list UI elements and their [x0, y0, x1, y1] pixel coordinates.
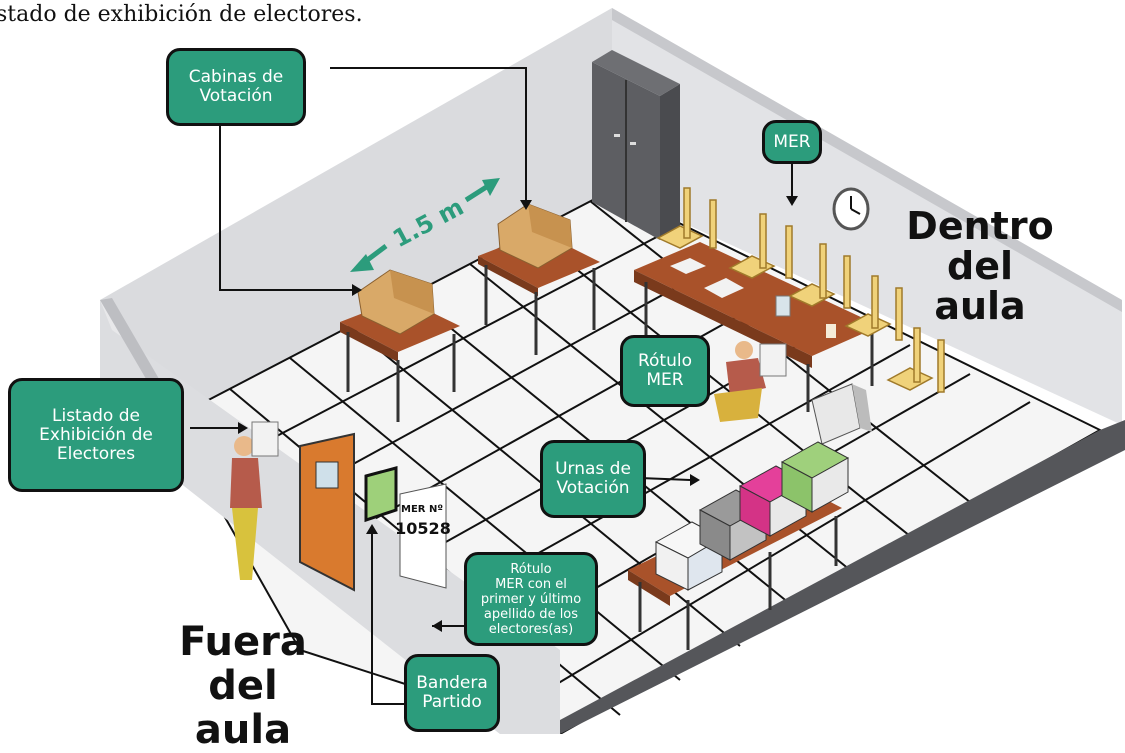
- fuera-line1: Fuera del: [179, 619, 307, 709]
- callout-bandera: Bandera Partido: [404, 654, 500, 732]
- callout-mer-text: MER: [773, 131, 811, 152]
- callout-rotulo-apellidos-line1: Rótulo: [510, 561, 552, 577]
- callout-cabinas-line1: Cabinas de: [188, 67, 284, 87]
- label-fuera-del-aula: Fuera del aula: [140, 620, 346, 752]
- callout-rotulo-apellidos-line2: MER con el: [495, 576, 567, 592]
- clock-icon: [832, 187, 870, 231]
- door: [299, 432, 355, 592]
- callout-bandera-line1: Bandera: [416, 673, 488, 693]
- mer-poster: [399, 483, 447, 589]
- poster-mer-label: MER Nº: [401, 504, 443, 515]
- callout-listado-line2: Exhibición de: [39, 424, 153, 445]
- arrowheads: [238, 196, 798, 632]
- callout-cabinas-line2: Votación: [199, 86, 273, 106]
- distance-arrows: [350, 178, 500, 272]
- callout-urnas-line2: Votación: [556, 478, 630, 498]
- callout-listado-line1: Listado de: [52, 405, 140, 426]
- callout-cabinas: Cabinas de Votación: [166, 48, 306, 126]
- poster-number: 10528: [395, 519, 451, 538]
- booth-table-front: [340, 269, 460, 422]
- label-dentro-del-aula: Dentro del aula: [900, 206, 1060, 326]
- left-back-wall: [100, 8, 612, 420]
- person-standing: [230, 421, 279, 580]
- callout-rotulo-mer-line1: Rótulo: [637, 351, 692, 371]
- fuera-line2: aula: [194, 707, 292, 753]
- party-flag-frame: [364, 466, 398, 523]
- right-front-edge: [560, 420, 1125, 734]
- connectors: [190, 67, 793, 705]
- right-wall-top: [612, 8, 1122, 312]
- booth-table-back: [478, 203, 600, 355]
- callout-listado-line3: Electores: [56, 443, 136, 464]
- person-crouching: [714, 341, 787, 422]
- suitcase: [811, 383, 872, 445]
- callout-rotulo-apellidos-line5: electores(as): [488, 621, 574, 637]
- callout-mer: MER: [762, 120, 822, 164]
- callout-rotulo-apellidos: Rótulo MER con el primer y último apelli…: [464, 552, 598, 646]
- chairs: [656, 187, 945, 393]
- callout-rotulo-apellidos-line3: primer y último: [480, 591, 582, 607]
- callout-rotulo-mer: Rótulo MER: [620, 335, 710, 407]
- ballot-box-green: [780, 441, 850, 513]
- callout-bandera-line2: Partido: [422, 692, 482, 712]
- callout-rotulo-mer-line2: MER: [646, 370, 684, 390]
- cabinet: [592, 50, 680, 240]
- dentro-line1: Dentro: [906, 204, 1054, 248]
- top-caption: stado de exhibición de electores.: [0, 2, 363, 27]
- callout-listado: Listado de Exhibición de Electores: [8, 378, 184, 492]
- callout-urnas-line1: Urnas de: [555, 459, 631, 479]
- callout-rotulo-apellidos-line4: apellido de los: [483, 606, 579, 622]
- dentro-line2: del aula: [934, 244, 1026, 328]
- callout-urnas: Urnas de Votación: [540, 440, 646, 518]
